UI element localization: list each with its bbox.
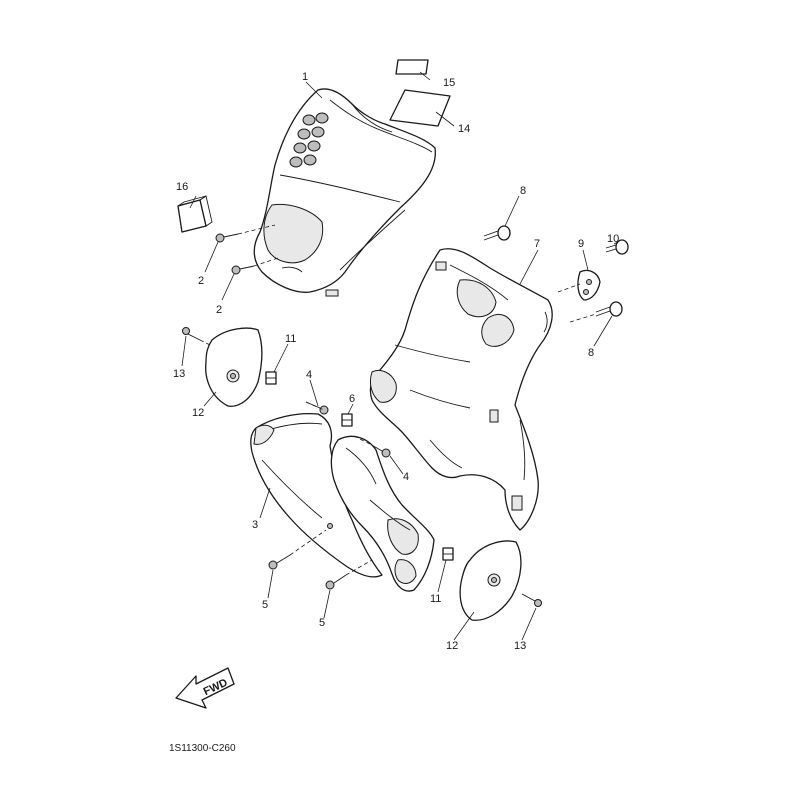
part-12-side-cap-lower	[459, 540, 522, 621]
part-2-screw-upper	[215, 233, 239, 243]
callout-2-lower: 2	[216, 304, 222, 316]
callout-2-upper: 2	[198, 275, 204, 287]
callout-numbers: 1 15 14 16 2 2 8 7 9 10 8 13 11 12 4 6 4…	[173, 71, 619, 652]
part-8-screw-upper	[483, 225, 511, 241]
callout-15: 15	[443, 77, 455, 89]
part-2-screw-lower	[231, 265, 255, 275]
callout-12-upper: 12	[192, 407, 204, 419]
callout-1: 1	[302, 71, 308, 83]
part-16-foam-block	[177, 195, 213, 233]
part-11-clip-nut-upper	[265, 371, 277, 385]
callout-16: 16	[176, 181, 188, 193]
callout-9: 9	[578, 238, 584, 250]
part-1-front-cover	[253, 88, 436, 297]
callout-8-upper: 8	[520, 185, 526, 197]
part-14-sheet	[389, 89, 451, 127]
part-12-side-cap-upper	[205, 327, 263, 407]
part-7-leg-shield	[369, 248, 553, 531]
callout-14: 14	[458, 123, 470, 135]
callout-13-lower: 13	[514, 640, 526, 652]
callout-5-left: 5	[262, 599, 268, 611]
part-10-bolt	[605, 239, 629, 255]
part-8-screw-lower	[595, 301, 623, 317]
part-15-label	[395, 59, 429, 75]
part-5-screw-right	[325, 574, 347, 590]
callout-3: 3	[252, 519, 258, 531]
part-6-clip	[341, 413, 353, 427]
callout-8-lower: 8	[588, 347, 594, 359]
part-13-screw-lower	[521, 593, 542, 607]
part-11-clip-nut-lower	[442, 547, 454, 561]
callout-4-right: 4	[403, 471, 409, 483]
leader-lines	[181, 71, 619, 641]
diagram-reference-code: 1S11300-C260	[169, 743, 236, 754]
part-5-screw-left	[268, 554, 291, 570]
part-9-bracket	[577, 269, 601, 301]
callout-12-lower: 12	[446, 640, 458, 652]
callout-6: 6	[349, 393, 355, 405]
callout-11-lower: 11	[430, 593, 441, 605]
callout-7: 7	[534, 238, 540, 250]
callout-13-upper: 13	[173, 368, 185, 380]
part-3-lower-front-panel	[250, 412, 383, 578]
callout-4-left: 4	[306, 369, 312, 381]
callout-5-right: 5	[319, 617, 325, 629]
forward-direction-arrow: FWD	[175, 667, 235, 709]
callout-10: 10	[607, 233, 619, 245]
part-3-inner-panel	[330, 435, 435, 592]
callout-11-upper: 11	[285, 333, 296, 345]
part-13-screw-upper	[182, 327, 201, 341]
